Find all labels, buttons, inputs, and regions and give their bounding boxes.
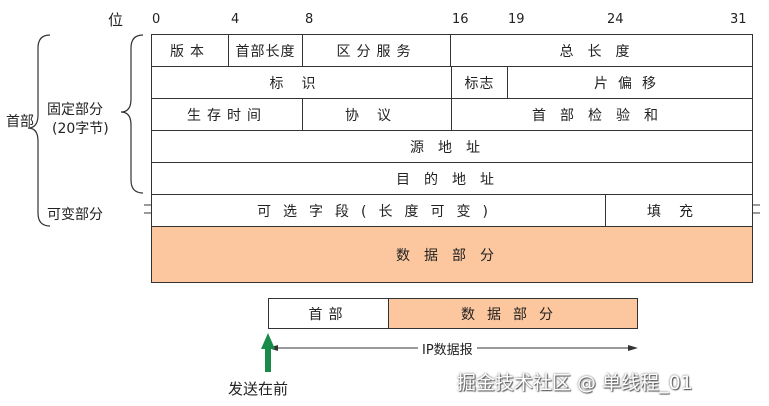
- bit-tick-19: 19: [508, 12, 525, 27]
- header-length-field: 首部长度: [228, 34, 303, 67]
- datagram-data-box: 数据部分: [388, 298, 638, 329]
- header-checksum-field: 首部检验和: [451, 98, 753, 131]
- send-first-label: 发送在前: [228, 380, 289, 398]
- fixed-part-note: (20字节): [52, 121, 109, 137]
- options-field: 可选字段(长度可变): [151, 194, 606, 227]
- watermark-text: 掘金技术社区 @ 单线程_01: [457, 372, 693, 394]
- destination-address-field: 目的地址: [151, 162, 753, 195]
- version-field: 版本: [151, 34, 229, 67]
- variable-part-label: 可变部分: [47, 207, 103, 223]
- bit-tick-8: 8: [305, 12, 314, 27]
- identification-field: 标识: [151, 66, 452, 99]
- header-label: 首部: [6, 114, 34, 130]
- data-part-field: 数据部分: [151, 226, 753, 283]
- padding-field: 填充: [605, 194, 753, 227]
- bit-tick-24: 24: [607, 12, 624, 27]
- bit-tick-0: 0: [152, 12, 161, 27]
- ip-datagram-label: IP数据报: [418, 339, 477, 358]
- datagram-header-box: 首部: [268, 298, 389, 329]
- protocol-field: 协议: [302, 98, 452, 131]
- bit-tick-31: 31: [730, 12, 747, 27]
- source-address-field: 源地址: [151, 130, 753, 163]
- bit-tick-4: 4: [231, 12, 240, 27]
- flags-field: 标志: [451, 66, 508, 99]
- bit-axis-title: 位: [108, 11, 124, 29]
- ttl-field: 生存时间: [151, 98, 303, 131]
- bit-tick-16: 16: [452, 12, 469, 27]
- fixed-part-label: 固定部分: [47, 102, 103, 118]
- fragment-offset-field: 片偏移: [507, 66, 753, 99]
- differentiated-services-field: 区分服务: [302, 34, 451, 67]
- total-length-field: 总长度: [450, 34, 753, 67]
